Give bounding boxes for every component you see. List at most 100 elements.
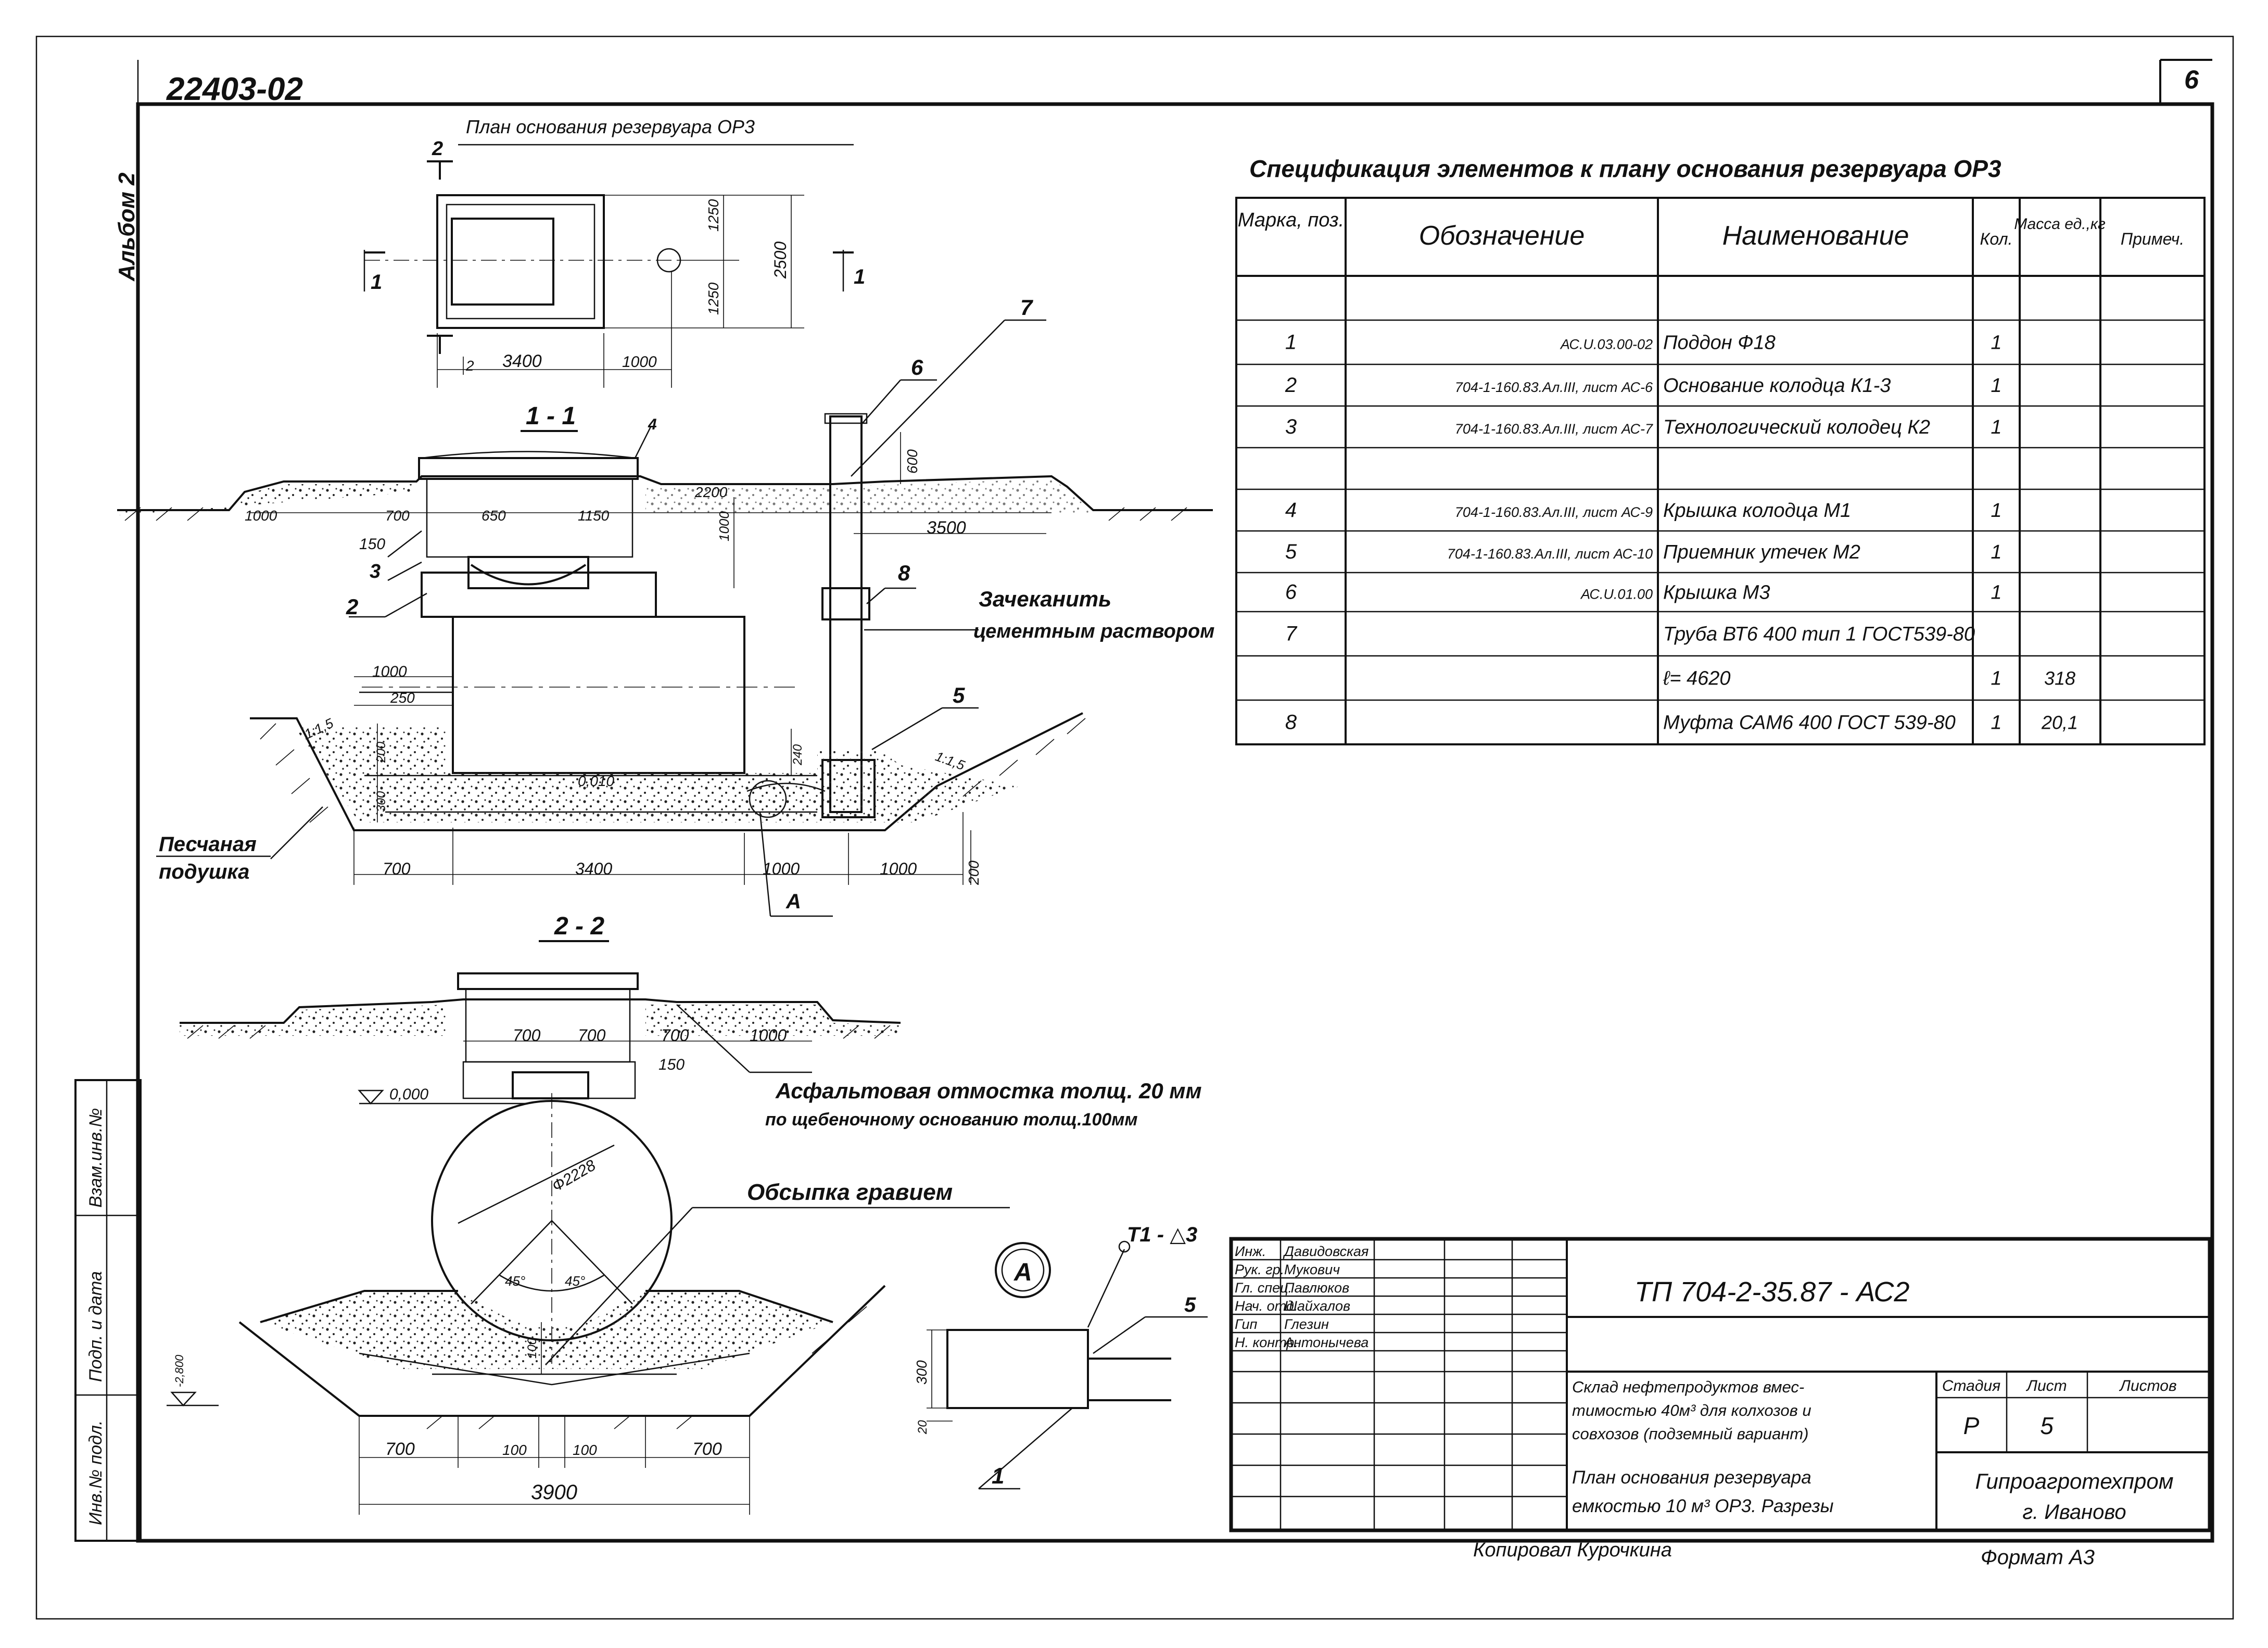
- s11-dim-700: 700: [385, 508, 410, 524]
- format-label: Формат А3: [1981, 1546, 2095, 1569]
- s22-note-gravel: Обсыпка гравием: [747, 1180, 953, 1205]
- tb-city: г. Иваново: [2022, 1501, 2126, 1524]
- tb-person: Шайхалов: [1284, 1298, 1350, 1314]
- sheet-number: 6: [2184, 65, 2199, 94]
- side-stamp-inv-orig: Инв.№ подл.: [86, 1420, 106, 1525]
- spec-cell-name: Крышка М3: [1663, 582, 1770, 604]
- spec-cell-designation: 704-1-160.83.Ал.III, лист АС-7: [1455, 421, 1653, 437]
- spec-cell-name: Поддон Ф18: [1663, 332, 1776, 354]
- detail-a-callout-5: 5: [1184, 1294, 1196, 1316]
- plan-view: [363, 144, 854, 388]
- album-side-label: Альбом 2: [114, 172, 140, 282]
- section-2-2-title: 2 - 2: [554, 912, 604, 940]
- detail-a-weld-mark: Т1 - △3: [1127, 1223, 1197, 1246]
- tb-person: Глезин: [1284, 1316, 1329, 1332]
- spec-header-mark: Марка, поз.: [1238, 209, 1344, 231]
- tb-role: Н. контр.: [1235, 1335, 1298, 1350]
- s22-dim-bot-100a: 100: [502, 1442, 527, 1458]
- spec-cell-designation: АС.U.01.00: [1580, 587, 1653, 602]
- tb-role: Гл. спец.: [1235, 1280, 1292, 1296]
- s22-angle-left: 45°: [505, 1273, 525, 1289]
- detail-a-dim-20: 20: [916, 1420, 930, 1435]
- plan-dim-small: 2: [465, 358, 474, 374]
- spec-table-row-lines: [1236, 319, 2204, 701]
- spec-cell-designation: АС.U.03.00-02: [1560, 337, 1653, 352]
- album-number: 22403-02: [166, 71, 303, 107]
- s11-dim-1000: 1000: [245, 508, 277, 524]
- spec-cell-qty: 1: [1991, 712, 2001, 734]
- s11-note-seal2: цементным раствором: [973, 620, 1214, 642]
- spec-cell-qty: 1: [1991, 668, 2001, 690]
- s11-slope-right: 1:1,5: [933, 748, 967, 773]
- tb-sheet-name-2: емкостью 10 м³ ОР3. Разрезы: [1572, 1496, 1834, 1516]
- tb-person: Давидовская: [1283, 1244, 1369, 1259]
- s11-callout-7: 7: [1020, 295, 1033, 320]
- spec-cell-mark: 6: [1285, 581, 1297, 604]
- spec-cell-name: Труба ВТ6 400 тип 1 ГОСТ539-80: [1663, 624, 1975, 645]
- s22-dim-bot-700a: 700: [385, 1439, 415, 1459]
- s11-callout-3: 3: [370, 561, 381, 582]
- s22-dim-total: 3900: [531, 1481, 577, 1504]
- plan-dim-bottom-half: 1250: [705, 282, 721, 315]
- spec-cell-qty: 1: [1991, 541, 2001, 563]
- spec-cell-mark: 4: [1285, 499, 1297, 522]
- spec-cell-qty: 1: [1991, 500, 2001, 522]
- detail-a: [927, 1240, 1208, 1490]
- s11-dim-650: 650: [482, 508, 506, 524]
- s22-diameter: Ф2228: [549, 1157, 599, 1195]
- plan-cut-right: 1: [854, 265, 865, 288]
- section-2-2: [167, 940, 1010, 1515]
- spec-cell-mass: 20,1: [2041, 712, 2078, 733]
- spec-cell-mark: 2: [1285, 374, 1297, 397]
- s22-dim-100-vert: 100: [525, 1337, 539, 1359]
- spec-cell-qty: 1: [1991, 582, 2001, 604]
- s11-dim-300: 300: [374, 791, 388, 812]
- copied-by: Копировал Курочкина: [1473, 1539, 1672, 1561]
- tb-role: Инж.: [1235, 1244, 1266, 1259]
- spec-cell-mark: 3: [1285, 415, 1297, 438]
- sheet-frame: [35, 35, 2234, 1620]
- tb-stage-header: Стадия: [1942, 1377, 2000, 1395]
- tb-project-name-3: совхозов (подземный вариант): [1572, 1425, 1808, 1443]
- spec-cell-qty: 1: [1991, 332, 2001, 354]
- spec-cell-name: ℓ= 4620: [1663, 668, 1731, 690]
- s11-dim-1000-vert: 1000: [716, 511, 732, 541]
- tb-code: ТП 704-2-35.87 - АС2: [1635, 1276, 1909, 1308]
- section-1-1: [117, 319, 1213, 917]
- s11-callout-5: 5: [953, 683, 965, 707]
- s22-note-asphalt: Асфальтовая отмостка толщ. 20 мм: [775, 1079, 1202, 1103]
- s11-dim-200b: 200: [966, 860, 982, 885]
- s22-elev-left: -2,800: [173, 1354, 186, 1387]
- spec-cell-mark: 1: [1285, 331, 1297, 354]
- spec-cell-name: Крышка колодца М1: [1663, 500, 1851, 522]
- spec-cell-designation: 704-1-160.83.Ал.III, лист АС-10: [1447, 546, 1653, 562]
- s11-callout-2: 2: [346, 594, 358, 619]
- tb-sheet-no: 5: [2040, 1412, 2054, 1439]
- tb-role: Гип: [1235, 1316, 1258, 1332]
- s11-dim-bot-3400: 3400: [575, 859, 612, 878]
- tb-sheets-header: Листов: [2119, 1377, 2176, 1395]
- spec-cell-mark: 8: [1285, 711, 1297, 734]
- plan-cut-left: 1: [371, 271, 382, 294]
- plan-dim-right: 1000: [622, 353, 657, 371]
- s11-dim-1000-left: 1000: [372, 663, 407, 680]
- plan-dim-top-half: 1250: [705, 199, 721, 232]
- spec-cell-mass: 318: [2044, 668, 2075, 689]
- s22-dim-700a: 700: [513, 1026, 541, 1045]
- s11-dim-1150: 1150: [578, 508, 610, 524]
- s22-angle-right: 45°: [565, 1273, 585, 1289]
- tb-sheet-header: Лист: [2025, 1377, 2067, 1395]
- s11-dim-3500: 3500: [927, 518, 966, 538]
- tb-project-name-1: Склад нефтепродуктов вмес-: [1572, 1378, 1804, 1396]
- tb-role: Рук. гр.: [1235, 1262, 1284, 1277]
- spec-cell-mark: 5: [1285, 540, 1297, 563]
- tb-person: Павлюков: [1284, 1280, 1349, 1296]
- s22-dim-bot-700b: 700: [692, 1439, 722, 1459]
- spec-cell-name: Приемник утечек М2: [1663, 541, 1860, 563]
- tb-person: Мукович: [1284, 1262, 1340, 1277]
- s11-detail-ref: А: [785, 890, 801, 913]
- spec-cell-designation: 704-1-160.83.Ал.III, лист АС-6: [1455, 379, 1653, 395]
- detail-a-callout-1: 1: [992, 1463, 1004, 1489]
- tb-organization: Гипроагротехпром: [1975, 1469, 2173, 1493]
